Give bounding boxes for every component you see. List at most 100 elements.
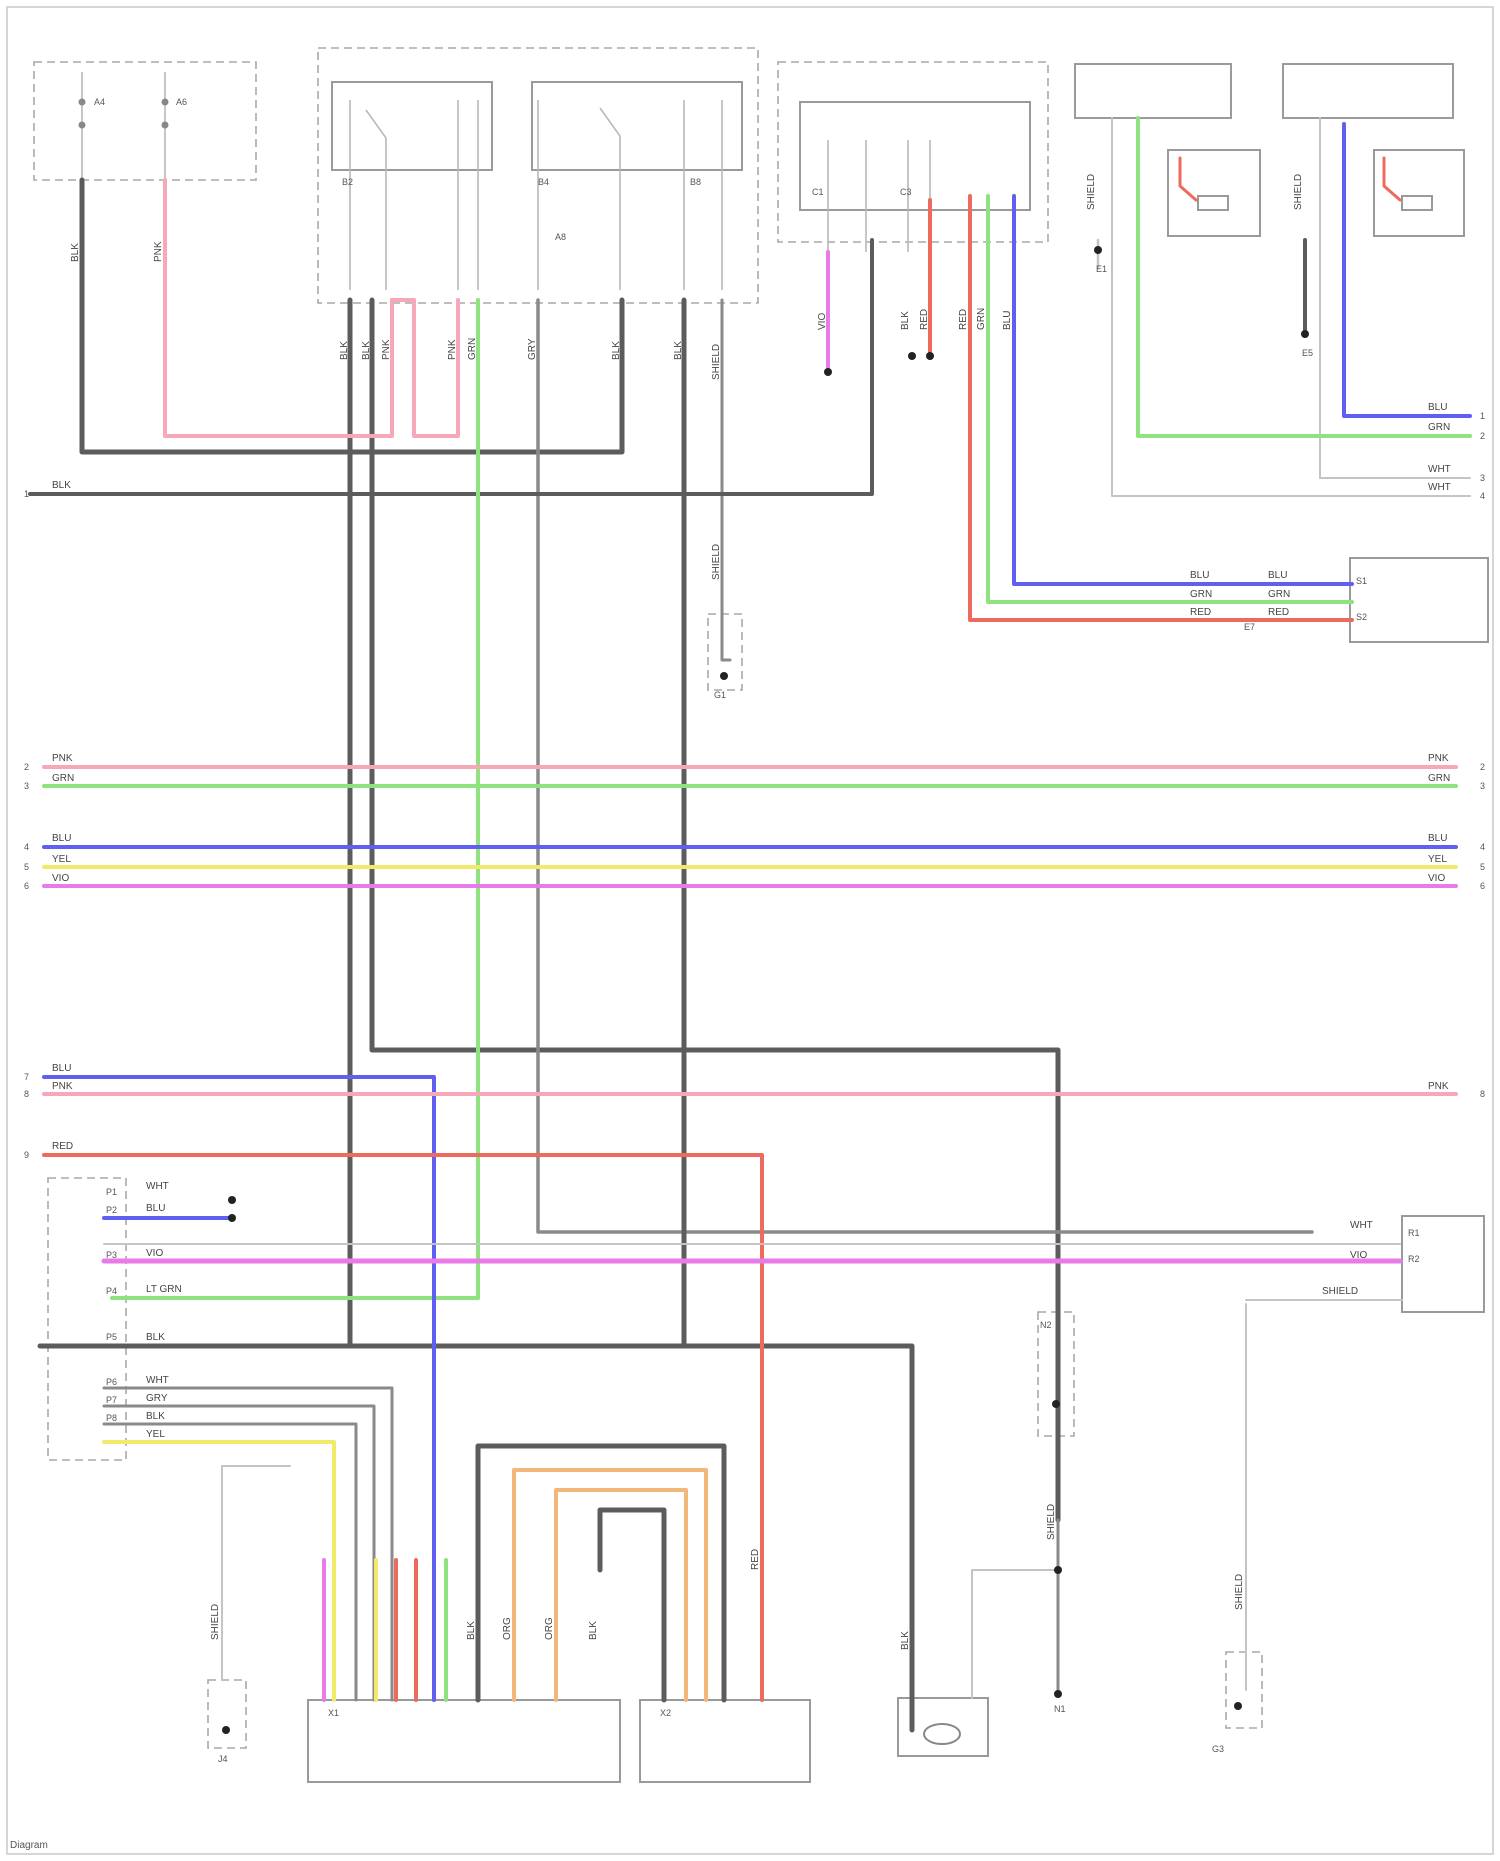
splice-dot — [228, 1196, 236, 1204]
wire-code-label: BLK — [900, 1631, 911, 1650]
wire-red-4 — [1384, 158, 1400, 200]
wire-code-label: GRN — [976, 308, 987, 330]
edge-number: 4 — [1480, 491, 1485, 501]
wire-code-label: BLK — [611, 341, 622, 360]
edge-number: 4 — [24, 842, 29, 852]
connector-id: P7 — [106, 1395, 117, 1405]
splice-dot — [222, 1726, 230, 1734]
sensor-block-2-component — [1283, 64, 1464, 236]
splice-dots — [222, 246, 1309, 1734]
relay-block-component — [318, 48, 758, 303]
edge-number: 2 — [24, 762, 29, 772]
wire-code-label: YEL — [52, 854, 71, 865]
wire-code-label: GRY — [527, 338, 538, 360]
connector-id: G1 — [714, 690, 726, 700]
connector-id: N1 — [1054, 1704, 1066, 1714]
wire-code-label: BLK — [339, 341, 350, 360]
wire-code-label: WHT — [1428, 482, 1451, 493]
edge-number: 4 — [1480, 842, 1485, 852]
wire-code-label: BLU — [1002, 311, 1013, 330]
wire-code-label: ORG — [544, 1617, 555, 1640]
edge-number: 7 — [24, 1072, 29, 1082]
connector-id: N2 — [1040, 1320, 1052, 1330]
splice-dot — [926, 352, 934, 360]
wire-code-label: BLK — [146, 1332, 165, 1343]
connector-id: A4 — [94, 97, 105, 107]
edge-number: 3 — [1480, 473, 1485, 483]
connector-id: E5 — [1302, 348, 1313, 358]
connector-id: A8 — [555, 232, 566, 242]
wire-code-label: GRN — [52, 773, 74, 784]
wire-code-label: BLU — [1428, 833, 1447, 844]
wire-red-3 — [1180, 158, 1196, 200]
wire-orange-1 — [514, 1470, 706, 1700]
wire-code-label: SHIELD — [1086, 174, 1097, 210]
edge-number: 2 — [1480, 762, 1485, 772]
wire-code-label: SHIELD — [1293, 174, 1304, 210]
wire-code-label: SHIELD — [711, 544, 722, 580]
edge-number: 2 — [1480, 431, 1485, 441]
edge-number: 1 — [24, 489, 29, 499]
connector-id: R1 — [1408, 1228, 1420, 1238]
wire-harness — [30, 118, 1470, 1730]
fuse-box-component — [34, 62, 256, 180]
edge-number: 9 — [24, 1150, 29, 1160]
connector-id: P6 — [106, 1377, 117, 1387]
wire-code-label: VIO — [817, 313, 828, 330]
connector-id: S1 — [1356, 576, 1367, 586]
wire-code-label: BLU — [1428, 402, 1447, 413]
wire-code-label: GRY — [146, 1393, 168, 1404]
wire-green-3 — [988, 196, 1352, 602]
wire-code-label: LT GRN — [146, 1284, 182, 1295]
wire-code-label: WHT — [146, 1375, 169, 1386]
wire-pink-1 — [165, 180, 392, 436]
wire-code-label: VIO — [1428, 873, 1445, 884]
wire-code-label: RED — [1190, 607, 1211, 618]
wire-gray-21 — [600, 1510, 664, 1700]
wire-code-label: GRN — [1428, 422, 1450, 433]
wire-code-label: GRN — [1190, 589, 1212, 600]
wire-gray-3 — [372, 300, 1058, 1520]
wire-pink-2 — [392, 300, 458, 436]
splice-dot — [1052, 1400, 1060, 1408]
edge-number: 8 — [24, 1089, 29, 1099]
connector-id: C1 — [812, 187, 824, 197]
edge-number: 1 — [1480, 411, 1485, 421]
wire-code-label: PNK — [52, 753, 73, 764]
connector-id: B2 — [342, 177, 353, 187]
connector-id: B4 — [538, 177, 549, 187]
wire-code-label: RED — [52, 1141, 73, 1152]
wire-code-label: GRN — [1428, 773, 1450, 784]
wire-code-label: BLK — [52, 480, 71, 491]
wire-code-label: VIO — [1350, 1250, 1367, 1261]
wire-code-label: PNK — [447, 339, 458, 360]
splice-dot — [1094, 246, 1102, 254]
wire-code-label: PNK — [153, 241, 164, 262]
wire-code-label: BLK — [673, 341, 684, 360]
wire-code-label: PNK — [52, 1081, 73, 1092]
wire-gray-10 — [1112, 118, 1470, 496]
wire-red-2 — [970, 196, 1352, 620]
wire-code-label: RED — [958, 309, 969, 330]
wire-code-label: ORG — [502, 1617, 513, 1640]
wire-code-label: PNK — [381, 339, 392, 360]
wire-code-label: BLK — [900, 311, 911, 330]
connector-id: A6 — [176, 97, 187, 107]
sensor-block-1-component — [1075, 64, 1260, 236]
wire-code-label: GRN — [1268, 589, 1290, 600]
wire-blue-2 — [1344, 124, 1470, 416]
wire-gray-6 — [722, 300, 730, 660]
connector-id: P3 — [106, 1250, 117, 1260]
edge-number: 8 — [1480, 1089, 1485, 1099]
control-unit-top-component — [778, 62, 1048, 252]
wire-code-label: YEL — [146, 1429, 165, 1440]
wire-code-label: GRN — [467, 338, 478, 360]
wire-code-label: BLU — [1268, 570, 1287, 581]
wire-code-label: WHT — [146, 1181, 169, 1192]
wire-gray-5 — [40, 300, 684, 1346]
wire-code-label: WHT — [1350, 1220, 1373, 1231]
edge-number: 6 — [1480, 881, 1485, 891]
wire-labels: BLK PNK BLK BLK PNK PNK GRN GRY BLK BLK … — [52, 174, 1451, 1650]
